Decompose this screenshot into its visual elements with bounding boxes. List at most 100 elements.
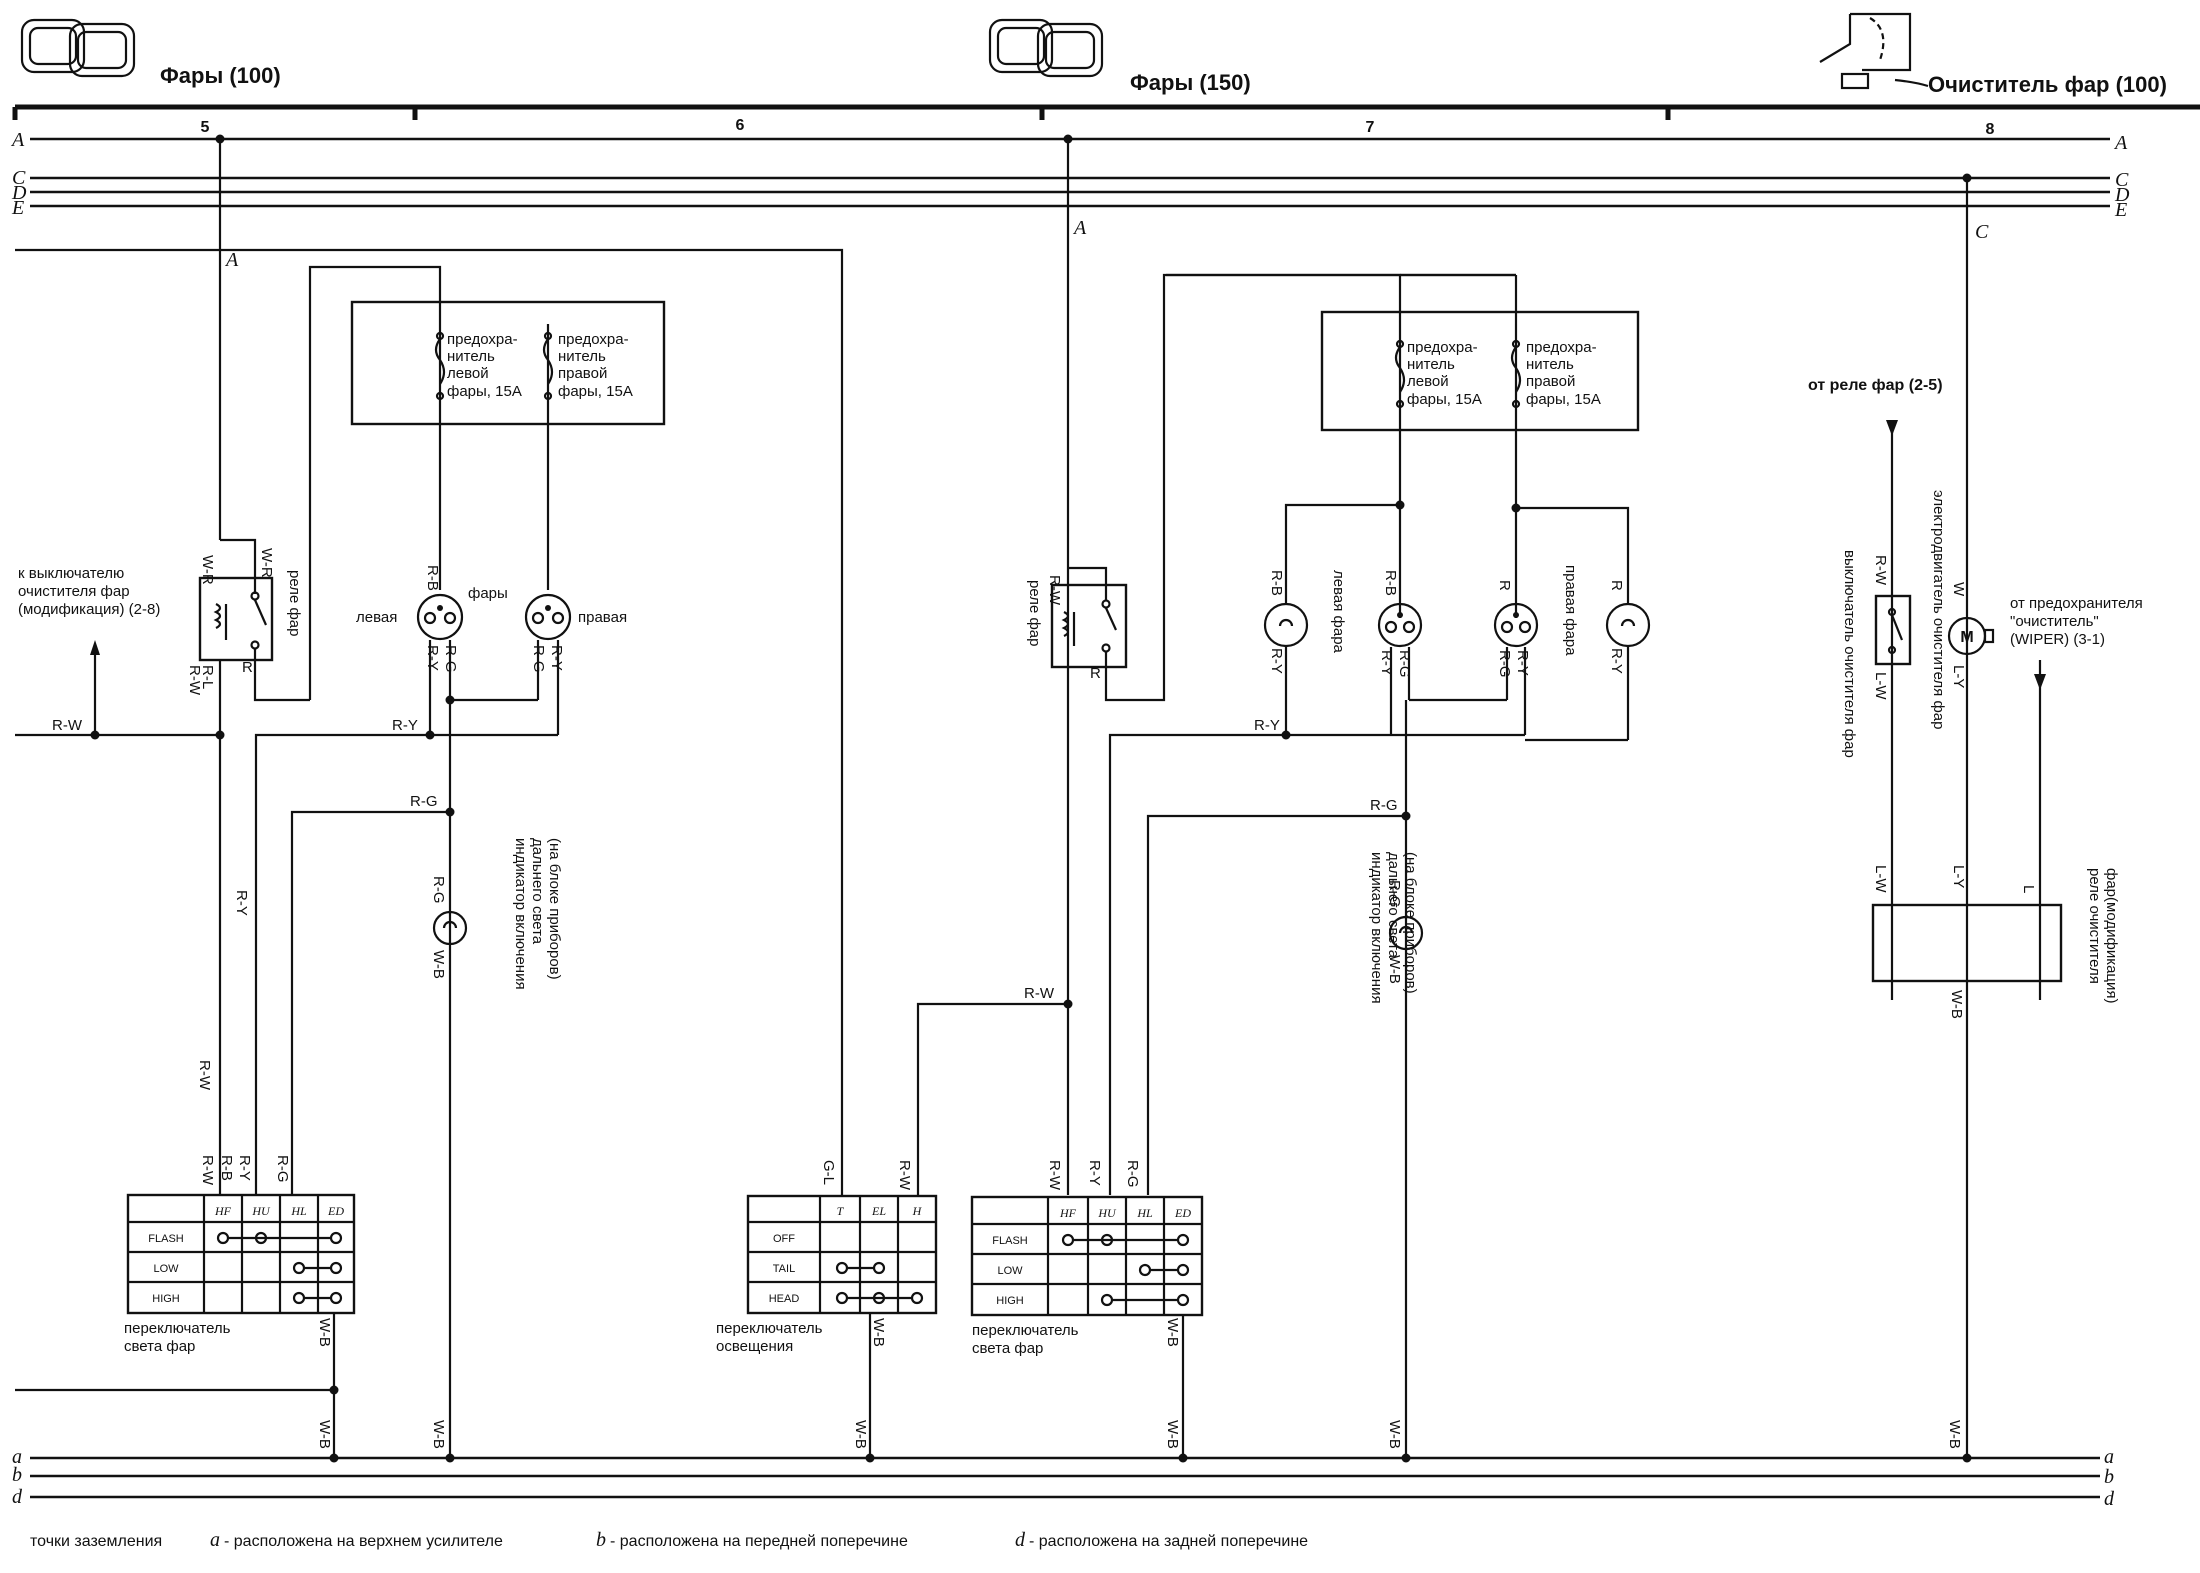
ground-bus-lines: a b d a b d	[12, 1446, 2115, 1510]
wire-label-rg-main-a: R-G	[410, 793, 438, 810]
wire-label-rg-main-b: R-G	[1370, 797, 1398, 814]
svg-text:нитель: нитель	[1407, 356, 1455, 373]
cleaner-relay-box	[1871, 903, 2063, 983]
headlamp-outer-left-icon	[1263, 602, 1309, 648]
light-switch-label: переключатель освещения	[716, 1320, 823, 1355]
footer-text-a: - расположена на верхнем усилителе	[224, 1533, 503, 1550]
indicator-label-left: индикатор включения дальнего света (на б…	[512, 838, 563, 990]
svg-text:FLASH: FLASH	[992, 1235, 1028, 1247]
svg-text:левой: левой	[447, 365, 489, 382]
wire-label-wr-b: W-R	[258, 548, 275, 578]
wire-label-rw-relay-b: R-W	[1046, 575, 1063, 606]
svg-text:HEAD: HEAD	[769, 1293, 800, 1305]
wire-label-rl: R-L	[199, 665, 216, 689]
headlight-switch-right: HF HU HL ED FLASH LOW HIGH	[970, 1195, 1204, 1317]
ground-label-a-right: a	[2104, 1446, 2114, 1468]
cleaner-motor-label: электродвигатель очистителя фар	[1930, 490, 1947, 729]
right-lamp-label: правая фара	[1562, 565, 1579, 656]
svg-text:правой: правой	[1526, 373, 1575, 390]
bus-label-e-right: E	[2114, 199, 2127, 221]
svg-text:HU: HU	[1097, 1206, 1117, 1220]
svg-text:LOW: LOW	[997, 1265, 1023, 1277]
svg-text:реле очистителя: реле очистителя	[2086, 868, 2103, 984]
wire-label-rw-sw-b: R-W	[1046, 1160, 1063, 1191]
wire-label-rg-inner-r: R-G	[1496, 650, 1513, 678]
svg-text:HF: HF	[214, 1204, 232, 1218]
relay-coil-icon	[213, 603, 228, 640]
svg-text:нитель: нитель	[1526, 356, 1574, 373]
section-title-headlamp-cleaner: Очиститель фар (100)	[1928, 72, 2167, 97]
wire-label-rw-vert-a: R-W	[196, 1060, 213, 1091]
svg-text:ED: ED	[1174, 1206, 1191, 1220]
bus-label-e-left: E	[11, 197, 24, 219]
wire-label-rg-sw-a: R-G	[274, 1155, 291, 1183]
light-switch: T EL H OFF TAIL HEAD	[746, 1194, 938, 1315]
lamp-label-left: левая	[356, 609, 397, 626]
wire-label-wb-ind-b: W-B	[1386, 955, 1403, 984]
ground-label-d-left: d	[12, 1486, 23, 1508]
wire-label-wb-gnd-b: W-B	[430, 1420, 447, 1449]
wire-label-ry-outer-r: R-Y	[1608, 648, 1625, 674]
wire-label-wb-sw-a: W-B	[316, 1318, 333, 1347]
wire-label-rb-sw-a: R-B	[218, 1155, 235, 1181]
wire-label-r-relay: R	[242, 659, 253, 676]
header-icon-headlamp-150	[988, 18, 1104, 78]
wire-label-r-relay-b: R	[1090, 665, 1101, 682]
svg-text:левой: левой	[1407, 373, 1449, 390]
svg-text:ED: ED	[327, 1204, 344, 1218]
relay-label-right: реле фар	[1026, 580, 1043, 646]
wire-label-ry-sw-b: R-Y	[1086, 1160, 1103, 1186]
cleaner-switch-note: к выключателю очистителя фар (модификаци…	[18, 565, 160, 618]
svg-text:очистителя фар: очистителя фар	[18, 583, 130, 600]
wire-label-rg-inner-l: R-G	[1396, 650, 1413, 678]
cleaner-switch-label: выключатель очистителя фар	[1841, 550, 1858, 758]
fuse-box-right	[1320, 310, 1640, 432]
column-number-7: 7	[1366, 119, 1375, 136]
svg-text:фары, 15A: фары, 15A	[1526, 391, 1601, 408]
ground-label-b-left: b	[12, 1464, 22, 1486]
svg-text:T: T	[837, 1204, 845, 1218]
wire-label-rb-inner: R-B	[1382, 570, 1399, 596]
svg-text:TAIL: TAIL	[773, 1263, 795, 1275]
wire-label-rw-note: R-W	[52, 717, 83, 734]
cleaner-motor-icon: M	[1947, 616, 1995, 656]
tap-label-a-right: A	[1072, 217, 1087, 239]
wire-label-wb-relay: W-B	[1948, 990, 1965, 1019]
wire-label-wb-gnd-f: W-B	[1946, 1420, 1963, 1449]
svg-text:OFF: OFF	[773, 1233, 795, 1245]
section-title-headlamps-100: Фары (100)	[160, 63, 281, 88]
cleaner-relay-label: реле очистителя фар(модификация)	[2086, 868, 2120, 1004]
wire-label-ry-main-a: R-Y	[392, 717, 418, 734]
fuse-left-headlamp-symbol-a	[434, 331, 446, 401]
svg-text:переключатель: переключатель	[716, 1320, 823, 1337]
bus-label-a-right: A	[2113, 132, 2128, 154]
wire-label-rg-sw-b: R-G	[1124, 1160, 1141, 1188]
wire-label-lw-a: L-W	[1872, 672, 1889, 700]
relay-label-left: реле фар	[286, 570, 303, 636]
tap-label-c: C	[1975, 221, 1989, 243]
svg-text:света фар: света фар	[972, 1340, 1043, 1357]
wire-label-wb-ind-a: W-B	[430, 950, 447, 979]
svg-text:предохра-: предохра-	[558, 331, 629, 348]
footer-letter-d: d	[1015, 1529, 1026, 1551]
wire-label-wb-sw-b: W-B	[1164, 1318, 1181, 1347]
wire-label-rg-ind-a: R-G	[430, 876, 447, 904]
svg-text:к выключателю: к выключателю	[18, 565, 124, 582]
wire-label-lw-b: L-W	[1872, 865, 1889, 893]
svg-text:предохра-: предохра-	[1526, 339, 1597, 356]
cleaner-switch-icon	[1874, 594, 1912, 666]
svg-text:HL: HL	[290, 1204, 307, 1218]
wire-label-ry-inner-r: R-Y	[1514, 650, 1531, 676]
headlamp-left-icon	[416, 593, 464, 641]
fuse-label-right-b: предохра- нитель правой фары, 15A	[1526, 339, 1601, 408]
headlight-switch-left: HF HU HL ED FLASH LOW HIGH	[126, 1193, 356, 1315]
fuse-box-left	[350, 300, 666, 426]
wire-label-rg-ind-b: R-G	[1386, 880, 1403, 908]
lamp-label-right: правая	[578, 609, 627, 626]
svg-text:HIGH: HIGH	[152, 1293, 180, 1305]
fuse-left-headlamp-symbol-b	[1394, 339, 1406, 409]
indicator-label-right: индикатор включения дальнего света (на б…	[1368, 852, 1419, 1004]
svg-text:переключатель: переключатель	[972, 1322, 1079, 1339]
fuse-right-headlamp-symbol-a	[542, 331, 554, 401]
